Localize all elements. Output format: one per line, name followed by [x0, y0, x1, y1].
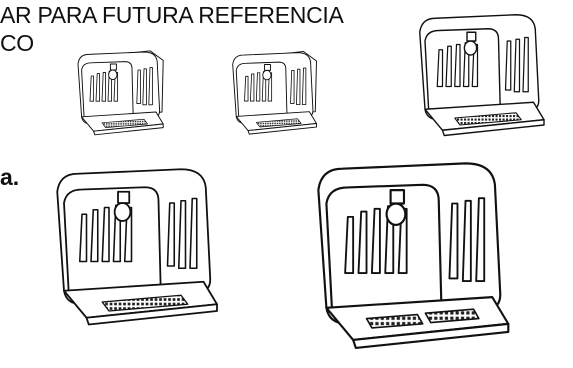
fixture-body — [56, 168, 218, 326]
fixture-body — [419, 14, 545, 137]
wall-pack-light-fixture-icon — [317, 162, 510, 350]
fixture-body — [232, 51, 317, 135]
heading-line-2: CO — [0, 30, 34, 56]
wall-pack-light-fixture-icon — [232, 51, 317, 135]
wall-pack-light-fixture-icon — [77, 50, 164, 136]
fixture-body — [317, 162, 510, 350]
heading-line-1: AR PARA FUTURA REFERENCIA — [0, 2, 344, 28]
text-fragment: a. — [0, 164, 20, 190]
wall-pack-light-fixture-icon — [56, 168, 218, 326]
fixture-body — [77, 50, 164, 136]
wall-pack-light-fixture-icon — [419, 14, 545, 137]
